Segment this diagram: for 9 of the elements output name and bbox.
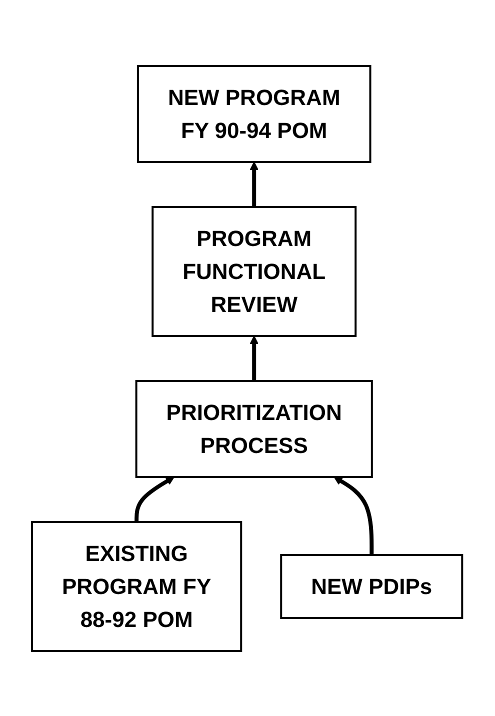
arrow (134, 476, 175, 522)
node-box: NEW PROGRAM FY 90-94 POM (137, 64, 372, 162)
arrow (250, 161, 259, 206)
arrow (334, 476, 374, 554)
node-box: EXISTING PROGRAM FY 88-92 POM (31, 520, 243, 652)
node-box: PROGRAM FUNCTIONAL REVIEW (152, 206, 358, 336)
node-box: PRIORITIZATION PROCESS (136, 380, 374, 478)
node-box: NEW PDIPs (280, 554, 464, 618)
arrow (250, 335, 259, 380)
